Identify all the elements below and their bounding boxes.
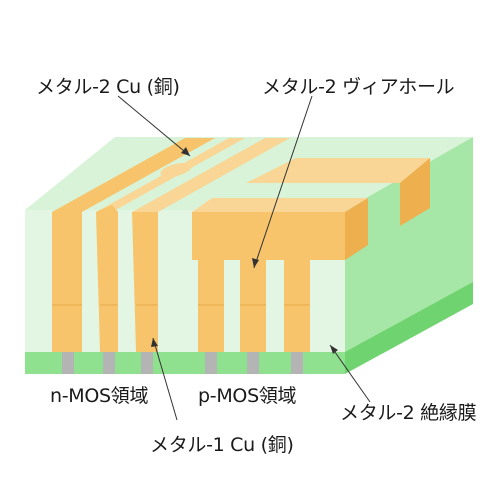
leader-insulator xyxy=(329,344,371,403)
contact-1 xyxy=(62,352,74,374)
metal2-via-oval xyxy=(160,163,192,177)
leader-lines xyxy=(117,95,371,421)
leader-metal2-cu xyxy=(117,95,191,157)
column-2 xyxy=(96,205,118,352)
metal2-line-3 xyxy=(132,138,290,212)
leader-metal1-cu xyxy=(152,337,178,421)
metal2-insulator-label: メタル-2 絶縁膜 xyxy=(340,402,477,424)
leader-metal2-cu-arrow xyxy=(181,147,190,156)
leader-metal2-via-arrow xyxy=(252,258,259,268)
metal1-cu-label: メタル-1 Cu (銅) xyxy=(150,434,294,456)
metal2-via-label: メタル-2 ヴィアホール xyxy=(262,76,455,98)
metal2-line-4 xyxy=(246,158,430,183)
contact-6 xyxy=(291,352,303,374)
metal2-cu-label: メタル-2 Cu (銅) xyxy=(36,76,180,98)
leader-metal2-via xyxy=(253,95,313,269)
contact-2 xyxy=(103,352,115,374)
contact-3 xyxy=(141,352,153,374)
contact-4 xyxy=(205,352,217,374)
leader-insulator-arrow xyxy=(330,345,338,354)
column-3 xyxy=(132,212,158,352)
metal2-pad-top xyxy=(192,198,368,212)
pmos-region-label: p-MOS領域 xyxy=(198,385,297,407)
contacts xyxy=(62,352,303,374)
metal-columns xyxy=(52,198,368,352)
nmos-region-label: n-MOS領域 xyxy=(50,385,149,407)
pmos-pad-side xyxy=(345,198,368,260)
pmos-pad-front xyxy=(192,212,345,260)
metal2-line-1 xyxy=(52,138,215,212)
leader-metal1-cu-arrow xyxy=(151,338,158,347)
metal2-line-4-side xyxy=(400,158,430,226)
column-1 xyxy=(52,212,82,352)
metal2-copper-lines xyxy=(52,138,430,226)
contact-5 xyxy=(247,352,259,374)
substrate-side xyxy=(345,282,473,374)
